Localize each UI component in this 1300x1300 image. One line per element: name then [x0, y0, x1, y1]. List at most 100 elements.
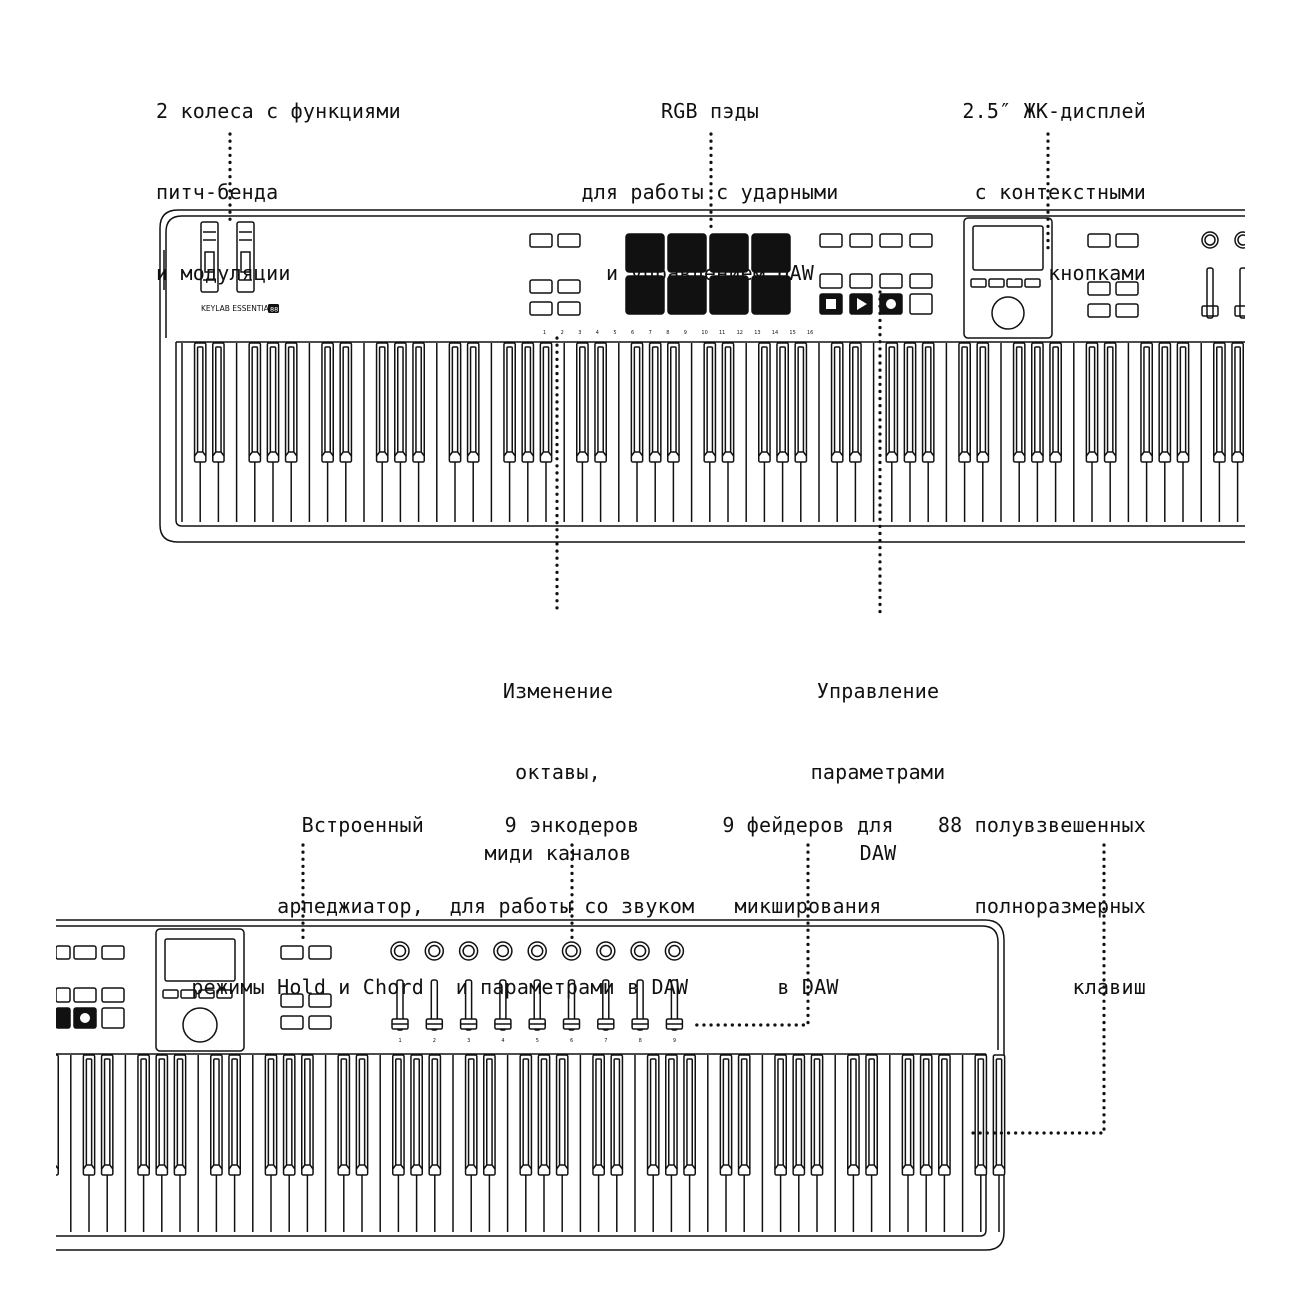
black-key	[29, 1055, 40, 1175]
black-key	[667, 342, 680, 463]
black-key-top	[140, 1058, 147, 1166]
black-key-top	[196, 346, 204, 453]
pad-icon	[709, 233, 749, 273]
black-key	[266, 342, 280, 463]
black-key-top	[1143, 346, 1150, 453]
black-key	[665, 1054, 678, 1176]
black-key-top	[613, 1058, 621, 1166]
encoder-knob-icon	[596, 941, 616, 961]
black-key	[958, 342, 971, 463]
black-key-top	[797, 346, 805, 453]
black-key-top	[1034, 346, 1041, 453]
black-key	[830, 342, 844, 463]
black-key-top	[686, 1058, 693, 1166]
black-key-top	[706, 346, 714, 453]
black-key	[992, 1054, 1006, 1176]
black-key	[774, 1054, 787, 1176]
pitch-wheel-icon	[200, 221, 219, 293]
black-key	[594, 342, 607, 463]
black-key-top	[850, 1058, 857, 1166]
fader-icon	[430, 979, 439, 1031]
fader-number: 1	[399, 1038, 402, 1044]
black-key-top	[740, 1058, 748, 1166]
channel-number: 1	[543, 330, 546, 336]
fader-icon	[1201, 267, 1245, 319]
black-key	[976, 342, 990, 463]
black-key	[737, 1054, 751, 1176]
black-key	[521, 342, 535, 463]
black-key	[1049, 342, 1062, 463]
fader-number: 9	[673, 1038, 676, 1044]
black-key-top	[961, 346, 968, 453]
black-key	[555, 1054, 569, 1176]
black-key	[849, 342, 862, 463]
record-icon	[886, 299, 896, 309]
callout-arp: Встроенный арпеджиатор, режимы Hold и Ch…	[191, 813, 424, 999]
black-key-top	[833, 346, 841, 453]
encoder-knob-icon	[1201, 231, 1245, 249]
black-key	[483, 1054, 496, 1176]
black-key	[1176, 342, 1190, 463]
left-button-group	[529, 233, 581, 316]
black-key	[321, 342, 334, 463]
callout-lcd: 2.5″ ЖК-дисплей с контекстными кнопками	[962, 99, 1146, 285]
black-key-top	[761, 346, 768, 453]
channel-number: 12	[737, 330, 743, 336]
black-key	[464, 1054, 478, 1176]
keybed-top	[175, 342, 1245, 527]
black-key	[919, 1054, 933, 1176]
black-key-top	[1290, 347, 1295, 452]
encoder-knob-icon	[424, 941, 445, 961]
black-key	[794, 342, 808, 463]
black-key-top	[649, 1058, 657, 1166]
black-key	[228, 1054, 241, 1176]
black-key	[466, 342, 480, 463]
black-key	[721, 342, 735, 463]
black-key	[865, 1054, 878, 1176]
black-key-top	[231, 1058, 238, 1166]
black-key	[503, 342, 516, 463]
encoder-knob-icon	[664, 941, 685, 961]
mod-wheel-icon	[236, 221, 255, 293]
black-key-top	[906, 346, 914, 453]
partial-button-group	[56, 945, 125, 1029]
black-key	[337, 1054, 351, 1176]
encoder-knob-icon	[390, 941, 410, 961]
black-key	[193, 342, 207, 463]
brand-label: KEYLAB ESSENTIAL	[201, 304, 274, 313]
black-key-top	[304, 1058, 311, 1166]
arpeggiator-buttons	[280, 945, 332, 1030]
black-key	[592, 1054, 605, 1176]
black-key	[448, 342, 462, 463]
black-key	[1012, 342, 1026, 463]
black-key-top	[397, 346, 404, 453]
black-key	[284, 342, 298, 463]
right-button-group	[1087, 233, 1139, 318]
black-key-top	[979, 346, 987, 453]
black-key	[248, 342, 262, 463]
channel-number: 13	[754, 330, 760, 336]
black-key	[576, 342, 589, 463]
keys-bottom	[29, 1054, 1006, 1232]
black-key	[82, 1054, 96, 1176]
record-icon	[80, 1013, 90, 1023]
black-key-top	[32, 1059, 37, 1165]
black-key	[539, 342, 553, 463]
black-key	[100, 1054, 114, 1176]
channel-number: 4	[596, 330, 599, 336]
black-key-top	[579, 346, 586, 453]
black-key	[938, 1054, 951, 1176]
black-key	[703, 342, 717, 463]
encoder-knob-icon	[527, 941, 547, 961]
callout-wheels: 2 колеса с функциями питч-бенда и модуля…	[156, 99, 401, 285]
pad-icon	[709, 275, 749, 315]
black-key-top	[668, 1058, 675, 1166]
black-key	[610, 1054, 624, 1176]
black-key	[776, 342, 789, 463]
black-key-top	[795, 1058, 803, 1166]
black-key-top	[540, 1058, 548, 1166]
black-key-top	[1216, 346, 1223, 453]
callout-faders: 9 фейдеров для микширования в DAW	[722, 813, 894, 999]
